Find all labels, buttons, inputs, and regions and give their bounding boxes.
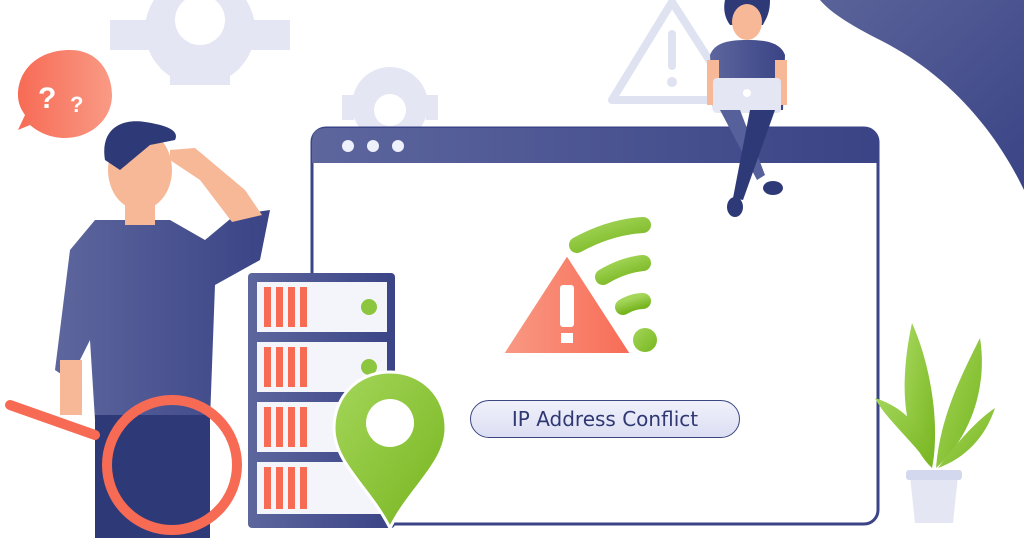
question-bubble-icon: ? ? bbox=[18, 50, 112, 138]
confused-man-figure: ? ? bbox=[5, 50, 270, 538]
svg-text:?: ? bbox=[70, 92, 83, 117]
location-pin-icon bbox=[332, 370, 448, 532]
ip-conflict-label: IP Address Conflict bbox=[470, 400, 740, 438]
sitting-person-laptop-figure bbox=[707, 0, 787, 217]
wifi-warning-icon bbox=[499, 217, 657, 357]
svg-text:?: ? bbox=[38, 82, 56, 115]
window-dots-icon bbox=[342, 140, 404, 152]
potted-plant-icon bbox=[875, 323, 995, 523]
